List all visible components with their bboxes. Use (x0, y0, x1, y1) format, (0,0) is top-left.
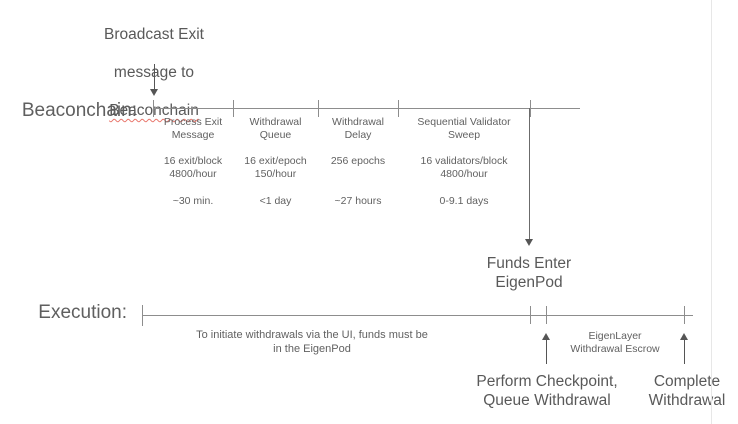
timeline-tick (530, 306, 531, 324)
perform-checkpoint-label: Perform Checkpoint, Queue Withdrawal (476, 373, 618, 409)
checkpoint-arrow-stem (546, 339, 547, 364)
broadcast-arrow-stem (154, 64, 155, 90)
stage-duration: <1 day (259, 195, 292, 207)
timeline-tick (530, 100, 531, 117)
broadcast-exit-note: Broadcast Exit message to Beaconchain (79, 6, 229, 139)
stage-rate: 16 validators/block 4800/hour (420, 155, 508, 180)
execution-row-label: Execution: (38, 302, 127, 323)
stage-duration: 0-9.1 days (439, 195, 489, 207)
up-arrow-icon (542, 333, 550, 340)
broadcast-note-line2: message to (113, 64, 195, 81)
beaconchain-misspelled-word: Beaconchain (109, 102, 199, 119)
stage-name: Withdrawal Queue (249, 116, 302, 141)
down-arrow-icon (525, 239, 533, 246)
complete-arrow-stem (684, 339, 685, 364)
timeline-tick (546, 306, 547, 324)
beaconchain-timeline (153, 108, 580, 109)
timeline-tick (142, 305, 143, 326)
timeline-tick (318, 100, 319, 117)
stage-name: Sequential Validator Sweep (417, 116, 511, 141)
stage-rate: 256 epochs (330, 155, 386, 167)
up-arrow-icon (680, 333, 688, 340)
complete-withdrawal-label: Complete Withdrawal (648, 373, 726, 409)
page-edge-divider (711, 0, 712, 424)
stage-duration: ~30 min. (172, 195, 214, 207)
eigenlayer-withdrawal-escrow-label: EigenLayer Withdrawal Escrow (570, 330, 660, 355)
stage-name: Withdrawal Delay (332, 116, 384, 141)
execution-timeline (142, 315, 693, 316)
down-arrow-icon (150, 89, 158, 96)
beaconchain-row-label: Beaconchain: (21, 100, 137, 121)
broadcast-note-line3: Beaconchain (79, 101, 229, 120)
timeline-tick (398, 100, 399, 117)
execution-note: To initiate withdrawals via the UI, fund… (196, 329, 428, 355)
stage-rate: 16 exit/epoch 150/hour (244, 155, 307, 180)
timeline-tick (233, 100, 234, 117)
stage-name: Process Exit Message (163, 116, 223, 141)
stage-duration: ~27 hours (334, 195, 382, 207)
funds-connector-stem (529, 108, 530, 240)
stage-rate: 16 exit/block 4800/hour (163, 155, 223, 180)
timeline-tick (684, 306, 685, 324)
timeline-tick (153, 100, 154, 117)
funds-enter-eigenpod-label: Funds Enter EigenPod (486, 255, 572, 291)
broadcast-note-line1: Broadcast Exit (104, 26, 204, 43)
